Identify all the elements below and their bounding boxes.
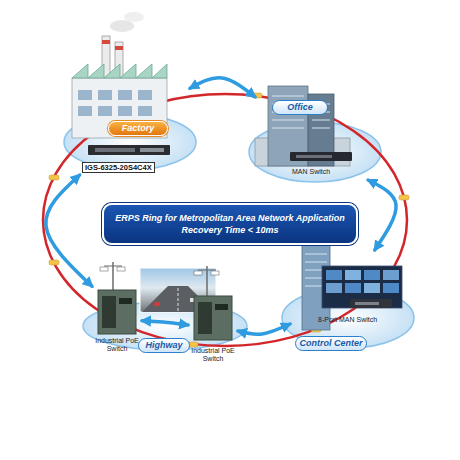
switch-device	[296, 155, 332, 158]
ring-link-arrow	[142, 321, 188, 325]
camera-pole	[211, 271, 219, 275]
device-label: Industrial PoE Switch	[191, 347, 235, 363]
ring-link-arrow	[238, 324, 290, 334]
highway-photo	[178, 288, 179, 312]
switch-device	[140, 148, 164, 152]
switch-cabinet	[215, 304, 228, 310]
site-label: Control Center	[295, 336, 367, 351]
device-label: IGS-6325-20S4C4X	[82, 162, 155, 173]
site-label: Factory	[108, 121, 168, 136]
switch-node: Industrial PoE Switch	[92, 285, 142, 353]
ring-link-arrow	[190, 78, 255, 97]
factory-building	[72, 12, 167, 138]
site-label: Highway	[138, 338, 190, 353]
title-banner: ERPS Ring for Metropolitan Area Network …	[102, 203, 358, 245]
site-label: Office	[272, 100, 328, 115]
factory-building	[98, 90, 112, 100]
factory-building	[118, 106, 132, 116]
factory-building	[78, 106, 92, 116]
control-center-building	[383, 283, 399, 293]
ring-tag	[252, 93, 262, 98]
control-center-building	[364, 270, 380, 280]
switch-cabinet	[102, 296, 116, 328]
switch-cabinet	[98, 290, 232, 340]
factory-building	[124, 12, 144, 22]
ring-link-arrow	[368, 180, 396, 250]
control-center-building	[345, 283, 361, 293]
switch-node: Industrial PoE Switch	[188, 293, 238, 363]
factory-building	[115, 46, 123, 50]
factory-building	[78, 90, 92, 100]
camera-pole	[206, 266, 208, 300]
control-center-building	[364, 283, 380, 293]
camera-pole	[100, 267, 108, 271]
camera-pole	[117, 267, 125, 271]
camera-pole	[198, 270, 216, 271]
banner-text: ERPS Ring for Metropolitan Area Network …	[104, 212, 356, 236]
factory-building	[138, 106, 152, 116]
switch-cabinet	[198, 302, 212, 334]
factory-building	[98, 106, 112, 116]
factory-building	[138, 90, 152, 100]
switch-device	[350, 299, 392, 308]
control-center-building	[383, 270, 399, 280]
control-center-building	[302, 244, 402, 330]
site-node: 8-Port MAN SwitchControl Center	[290, 250, 410, 355]
site-platform	[64, 114, 414, 350]
office-building	[272, 96, 330, 128]
device-label: MAN Switch	[292, 168, 330, 176]
factory-building	[110, 20, 134, 32]
switch-cabinet	[194, 296, 232, 340]
ring-link-arrow	[46, 175, 92, 286]
switch-device	[355, 302, 379, 305]
highway-photo	[154, 302, 160, 306]
factory-building	[72, 78, 167, 138]
switch-cabinet	[98, 290, 136, 334]
device-label: 8-Port MAN Switch	[318, 316, 377, 324]
control-center-building	[345, 270, 361, 280]
switch-device	[88, 145, 170, 155]
control-center-building	[326, 270, 342, 280]
site-node: OfficeMAN Switch	[255, 80, 370, 180]
ring-tag	[399, 195, 409, 200]
ring-tag	[49, 175, 59, 180]
camera-pole	[194, 271, 202, 275]
control-center-building	[322, 266, 402, 308]
switch-device	[290, 152, 352, 161]
factory-building	[102, 40, 110, 44]
site-node: FactoryIGS-6325-20S4C4X	[55, 45, 190, 175]
factory-building	[118, 90, 132, 100]
factory-building	[72, 64, 167, 78]
camera-pole	[104, 266, 122, 267]
site-label-node: Highway	[138, 338, 190, 353]
device-label: Industrial PoE Switch	[95, 337, 139, 353]
switch-device	[88, 145, 170, 155]
control-center-building	[326, 283, 342, 293]
switch-device	[350, 299, 392, 308]
switch-device	[95, 148, 135, 152]
switch-cabinet	[119, 298, 132, 304]
ring-tag	[49, 260, 59, 265]
switch-device	[290, 152, 352, 161]
